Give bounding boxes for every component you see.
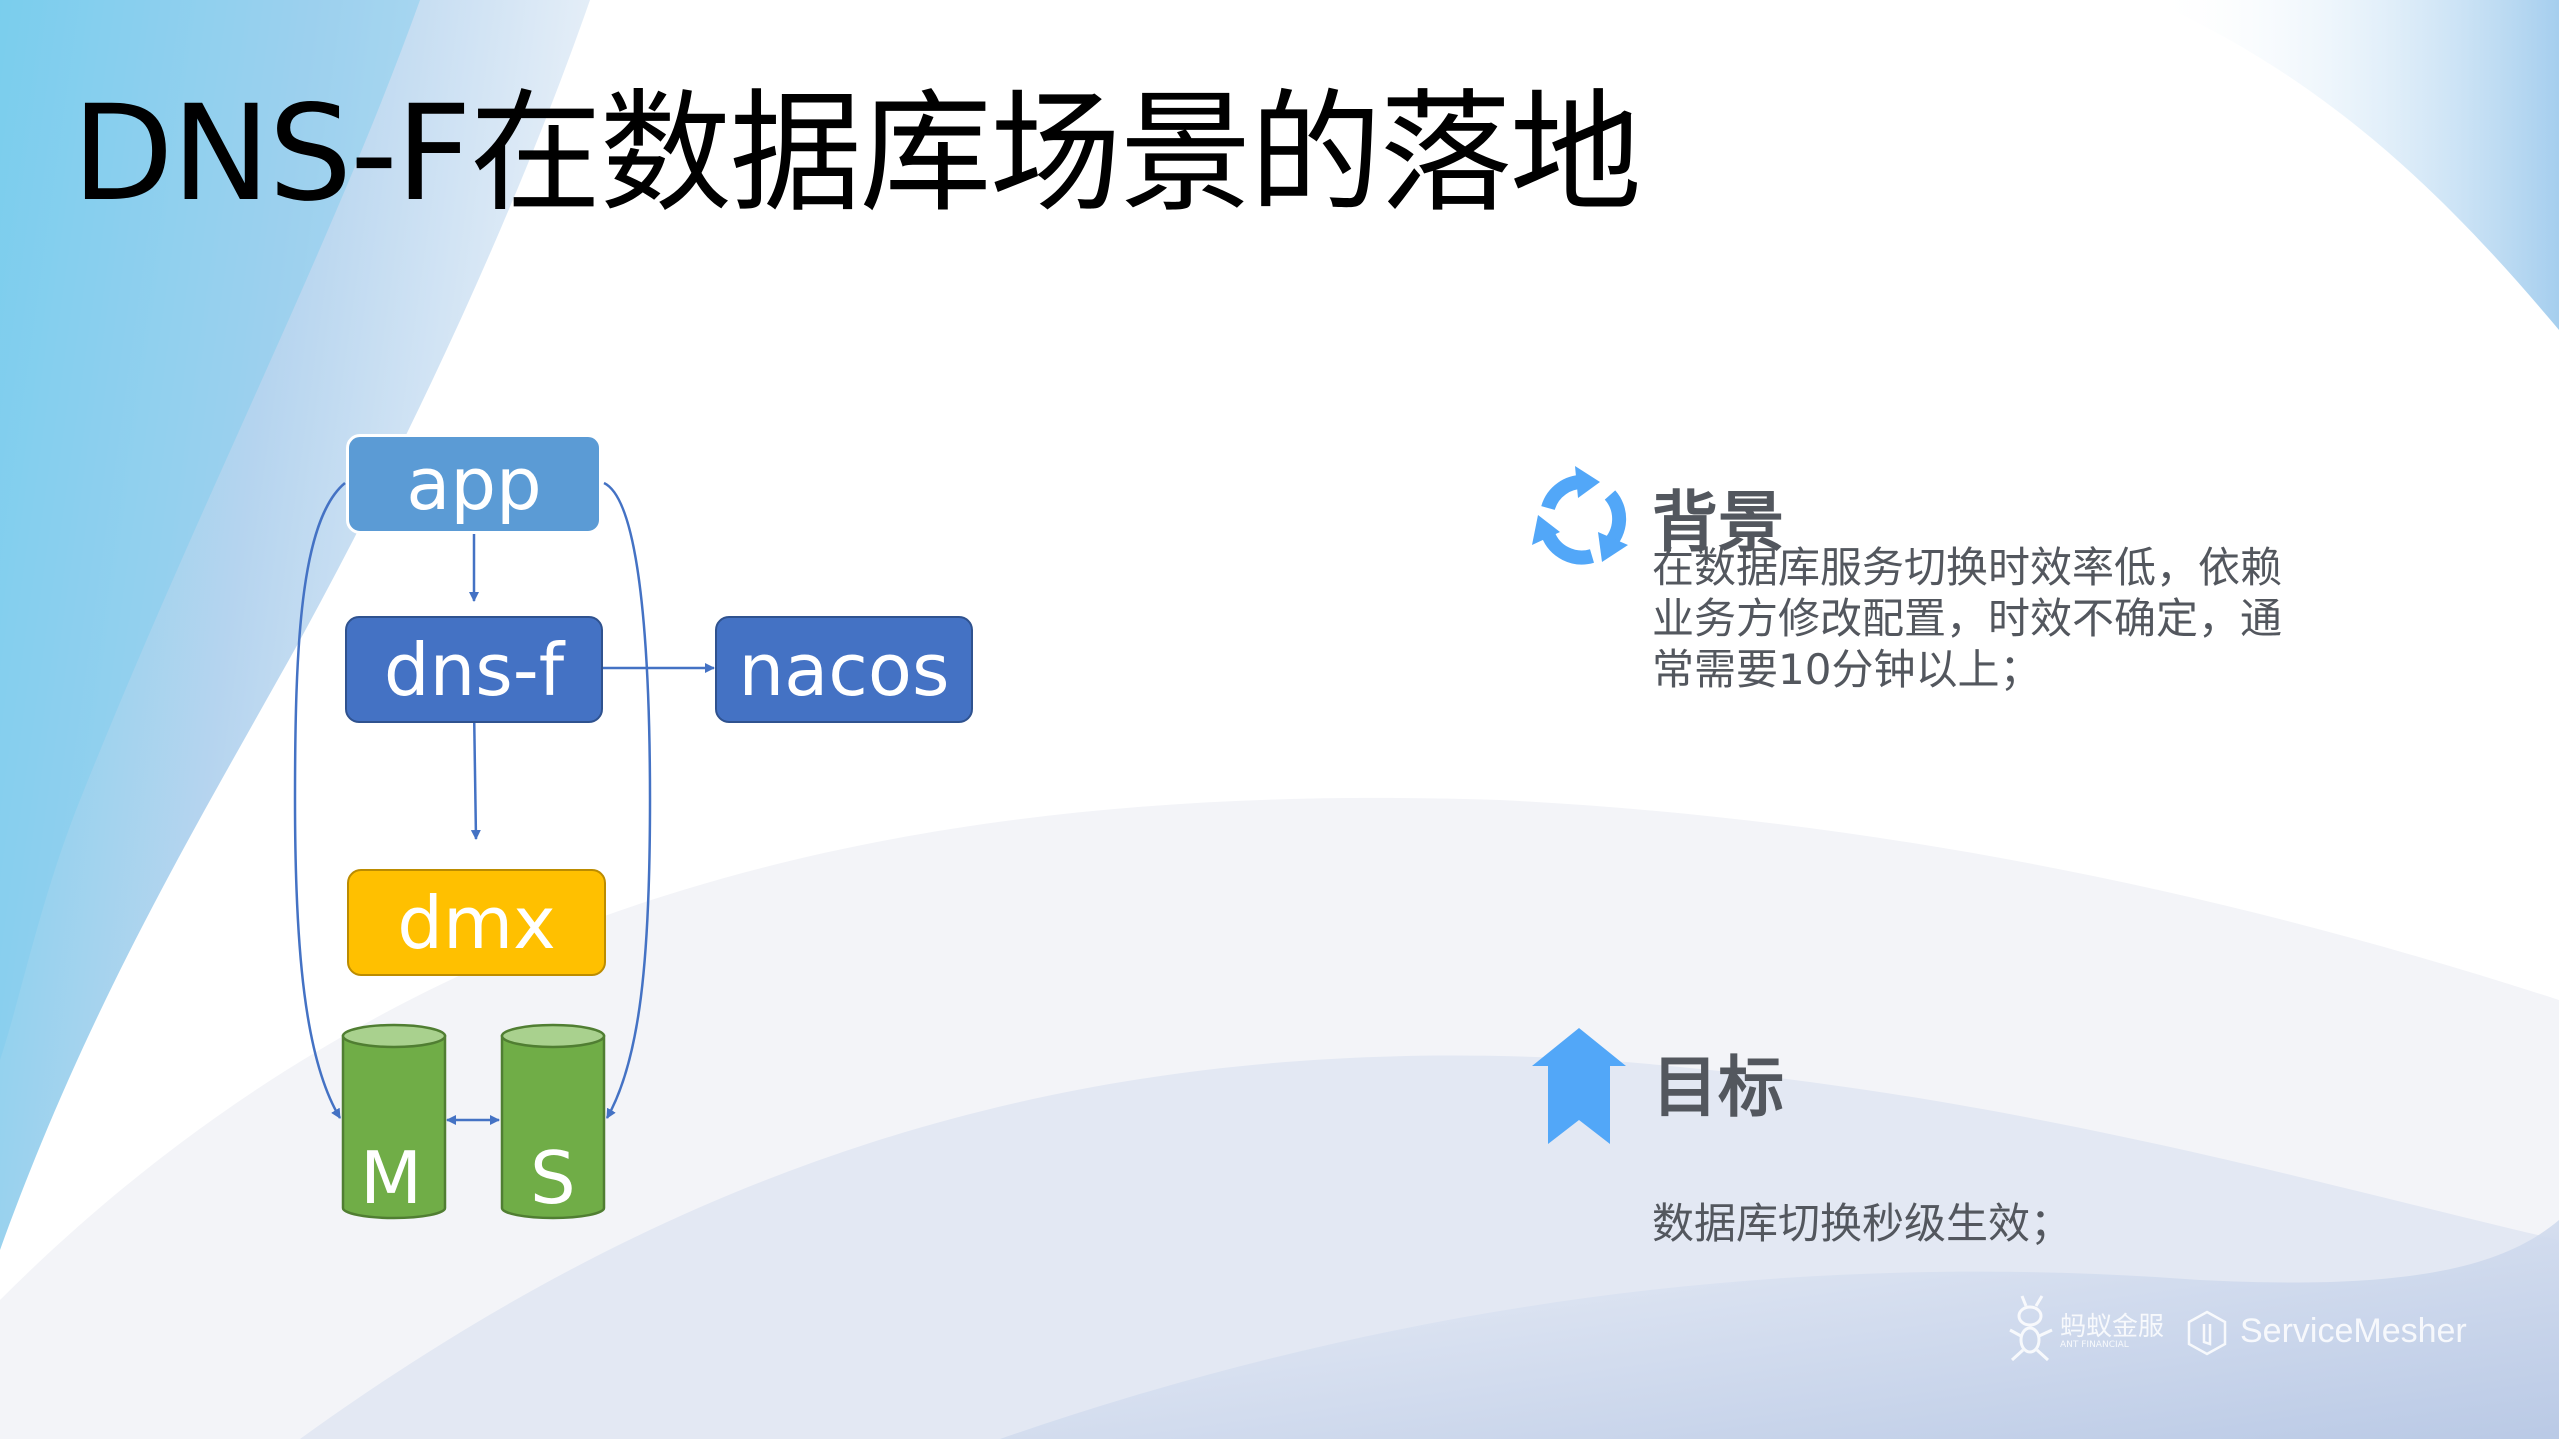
node-nacos: nacos [715, 616, 973, 723]
db-master-cylinder [341, 1023, 447, 1220]
ant-logo-cn: 蚂蚁金服 [2060, 1312, 2165, 1342]
ant-logo-icon [2009, 1295, 2053, 1362]
refresh-icon [1532, 466, 1628, 565]
servicemesher-hex-icon [2187, 1310, 2227, 1356]
node-app: app [346, 434, 602, 534]
node-master-label: M [360, 1136, 423, 1220]
edge-app-slave [603, 481, 652, 1119]
background-text: 在数据库服务切换时效率低，依赖业务方修改配置，时效不确定，通常需要10分钟以上； [1652, 543, 2283, 694]
node-dns-f: dns-f [345, 616, 603, 723]
page-title: DNS-F在数据库场景的落地 [72, 77, 1642, 231]
db-slave-cylinder [500, 1023, 606, 1220]
servicemesher-brand: ServiceMesher [2240, 1312, 2467, 1350]
node-dmx: dmx [347, 869, 606, 976]
background-heading: 背景 [1652, 484, 1784, 561]
node-slave-label: S [530, 1136, 576, 1220]
ant-logo-en: ANT FINANCIAL [2060, 1340, 2129, 1350]
edge-app-master [293, 482, 346, 1119]
goal-text: 数据库切换秒级生效； [1652, 1199, 2073, 1248]
arrow-up-icon [1532, 1028, 1626, 1144]
edge-dnsf-dmx [470, 705, 481, 840]
goal-heading: 目标 [1652, 1049, 1784, 1126]
